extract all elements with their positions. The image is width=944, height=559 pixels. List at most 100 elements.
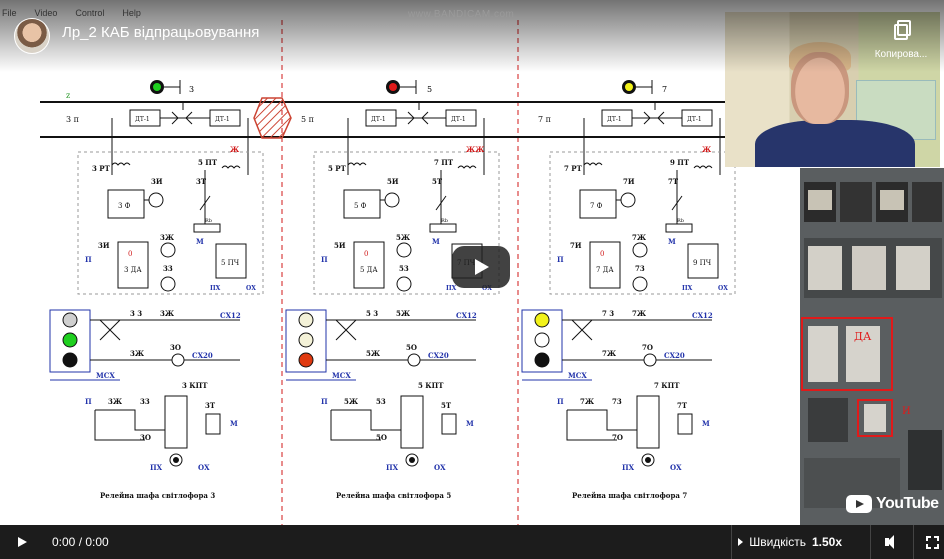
cx20-label: СХ20 (664, 351, 685, 360)
lamp-2-icon (298, 352, 314, 368)
diode-icon (171, 353, 185, 367)
kpt-zh-label: 7Ж (580, 397, 595, 406)
cross-contact-icon (571, 319, 593, 341)
copy-link-label: Копирова... (874, 49, 928, 60)
lamp-1-icon (62, 332, 78, 348)
wire-kpt-b (94, 410, 145, 441)
controls-divider (731, 525, 733, 559)
kpt-zh-label: 3Ж (108, 397, 123, 406)
signal-number-3: 3 (189, 85, 194, 94)
controls-divider-2 (870, 525, 871, 559)
kpt-label: 7 КПТ (654, 381, 680, 390)
lamp-1-icon (298, 332, 314, 348)
da-zero-label: 0 (364, 250, 368, 258)
controls-divider-3 (913, 525, 914, 559)
resistor-label: Rb (441, 218, 448, 224)
ox-label-bottom: ОХ (198, 463, 210, 472)
cabinet-label-i: И (902, 406, 911, 417)
channel-avatar[interactable] (14, 18, 50, 54)
route-b-label: 5Ж (396, 309, 411, 318)
lamp-0-icon (62, 312, 78, 328)
copy-icon (894, 20, 911, 40)
relay-pc-box (687, 243, 719, 279)
zo-label: 7О (642, 343, 653, 352)
px-label-top: ПХ (210, 285, 221, 292)
ja-label: 5И (334, 241, 346, 250)
dt-label-left: ДТ-1 (135, 116, 150, 123)
kpt-label: 5 КПТ (418, 381, 444, 390)
app-menu: File Video Control Help (0, 8, 330, 22)
da-zero-label: 0 (128, 250, 132, 258)
title-overlay (0, 0, 944, 72)
transformer-pt-label: 5 ПТ (198, 158, 218, 167)
t-coil-label: 3Т (205, 401, 216, 410)
youtube-play-icon (846, 495, 872, 513)
big-play-button[interactable] (452, 246, 510, 288)
copy-link-button[interactable]: Копирова... (862, 20, 940, 61)
resistor-label: Rb (205, 218, 212, 224)
t-contact-label: 5Т (432, 177, 443, 186)
playback-speed-button[interactable]: Швидкість 1.50x (738, 535, 842, 549)
lamp-frame (521, 309, 563, 373)
zh-label: 5Ж (396, 233, 411, 242)
t-coil-label: 5Т (441, 401, 452, 410)
m-label-top: М (196, 237, 204, 246)
resistor-icon (429, 223, 457, 233)
relay-pc-label: 5 ПЧ (221, 259, 240, 267)
volume-icon[interactable] (877, 525, 907, 559)
route-a-label: 3 3 (130, 309, 142, 318)
relay-kpt-box (636, 395, 660, 449)
plus-label: П (321, 255, 328, 264)
panel-footer: Релейна шафа світлофора 7 (572, 491, 687, 500)
diode-icon (643, 353, 657, 367)
transformer-rt-label: 3 РТ (92, 164, 111, 173)
relay-f-label: 3 Ф (118, 202, 131, 210)
joint-hex-icon (253, 97, 292, 139)
plus-label-bottom: П (321, 397, 328, 406)
menu-control[interactable]: Control (75, 8, 105, 18)
route-b2-label: 7Ж (602, 349, 617, 358)
relay-i-label: 7И (623, 177, 635, 186)
kpt-zo-label: 7О (612, 433, 623, 442)
relay-33-label: 53 (399, 264, 409, 273)
menu-help[interactable]: Help (122, 8, 141, 18)
t-contact-label: 3Т (196, 177, 207, 186)
coil-rt-icon (347, 162, 367, 166)
panel-frame (77, 151, 264, 295)
signal-head-7: 7 (622, 80, 667, 94)
zh-label: 3Ж (160, 233, 175, 242)
relay-33-label: 73 (635, 264, 645, 273)
t-coil-label: 7Т (677, 401, 688, 410)
dt-arrows-icon (643, 111, 665, 125)
relay-f-label: 7 Ф (590, 202, 603, 210)
zh-label: 7Ж (632, 233, 647, 242)
lamp-0-icon (298, 312, 314, 328)
t-coil-box (441, 413, 457, 435)
relay-kpt-box (400, 395, 424, 449)
signal-number-7: 7 (662, 85, 667, 94)
relay-i-label: 3И (151, 177, 163, 186)
kpt-label: 3 КПТ (182, 381, 208, 390)
track-z-label: z (66, 91, 70, 100)
video-title[interactable]: Лр_2 КАБ відпрацьовування (62, 24, 260, 41)
play-button[interactable] (0, 525, 40, 559)
kpt-coil-core-icon (645, 457, 651, 463)
fullscreen-icon[interactable] (920, 525, 944, 559)
mcx-label: МСХ (568, 371, 587, 380)
coil-rt-icon (583, 162, 603, 166)
lamp-1-icon (534, 332, 550, 348)
coil-pt-icon (693, 165, 713, 169)
menu-video[interactable]: Video (34, 8, 58, 18)
plus-label: П (557, 255, 564, 264)
relay-f-box (107, 189, 145, 219)
time-display: 0:00 / 0:00 (52, 535, 109, 549)
youtube-logo[interactable]: YouTube (846, 495, 939, 513)
m-label-top: М (432, 237, 440, 246)
panel-frame (313, 151, 500, 295)
menu-file[interactable]: File (2, 8, 17, 18)
relay-i-icon (384, 192, 400, 208)
route-a-label: 5 3 (366, 309, 378, 318)
